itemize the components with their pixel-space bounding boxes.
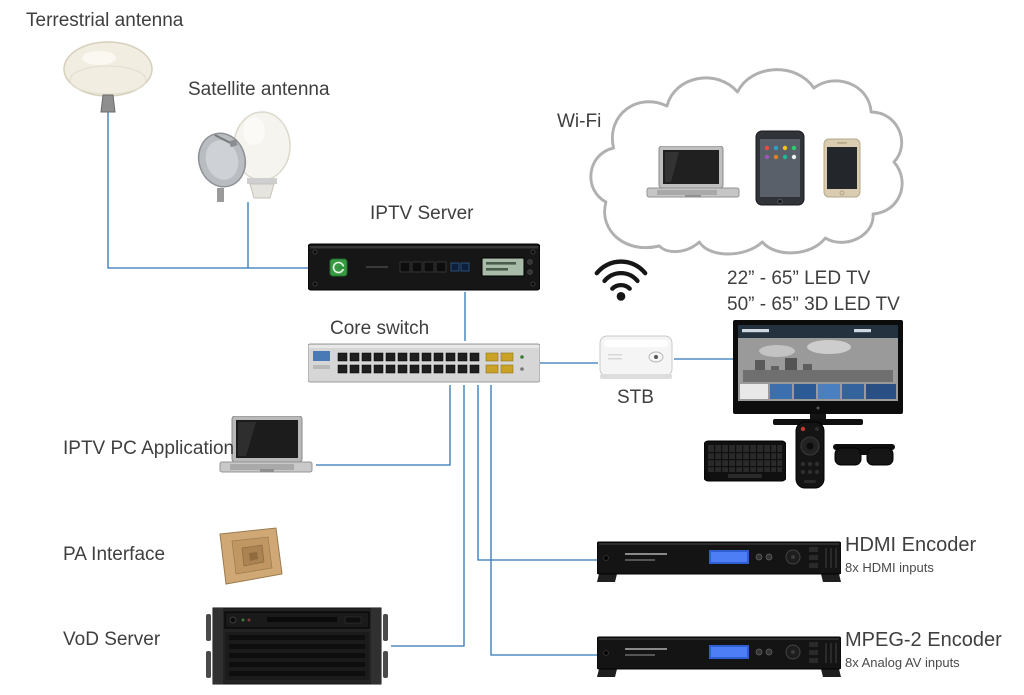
stb-label: STB [617,387,654,408]
core-switch-label: Core switch [330,318,430,339]
wifi-label: Wi-Fi [557,111,602,132]
stb-device [598,330,674,384]
keyboard-icon [704,440,786,482]
vod-server-label: VoD Server [63,629,161,650]
stb-icon [599,335,673,379]
tablet-icon [755,130,805,206]
iptv-pc-application-label: IPTV PC Application [63,438,235,459]
vod-server-icon [206,607,388,685]
led-tv-3d-label: 50” - 65” 3D LED TV [727,294,900,315]
satellite-antenna-device [192,98,297,206]
hdmi-encoder-icon [597,541,841,582]
hdmi-encoder-device [597,536,841,584]
wifi-signal [592,252,650,304]
tv-icon [733,320,903,425]
mpeg2-encoder-label: MPEG-2 Encoder [845,629,1002,651]
terrestrial-antenna-device [58,38,158,118]
wifi-signal-icon [594,259,648,301]
cloud-icon [589,68,904,256]
3d-glasses-device [832,437,896,473]
pa-interface-device [212,526,284,586]
connector-switch-to-vod [391,385,465,647]
remote-device [792,420,828,490]
hdmi-encoder-sublabel: 8x HDMI inputs [845,560,934,575]
mpeg2-encoder-sublabel: 8x Analog AV inputs [845,655,960,670]
connector-switch-to-hdmi-encoder [477,385,598,561]
connector-terrestrial-to-server [107,110,308,269]
pc-laptop-icon [219,416,313,473]
mpeg2-encoder-icon [597,636,841,677]
core-switch-device [308,340,540,386]
3d-glasses-icon [833,444,895,466]
iptv-pc-device [216,416,316,488]
pa-speaker-icon [219,527,283,585]
pa-interface-label: PA Interface [63,544,166,565]
cloud-tablet [755,130,805,206]
satellite-antenna-icon [197,111,291,202]
hdmi-encoder-label: HDMI Encoder [845,534,977,556]
tv-device [733,320,903,430]
keyboard-device [704,438,786,484]
remote-icon [795,421,825,489]
core-switch-icon [308,343,540,383]
vod-server-device [203,606,391,686]
satellite-antenna-label: Satellite antenna [188,79,330,100]
connector-switch-to-laptop [316,385,451,466]
terrestrial-antenna-label: Terrestrial antenna [26,10,184,31]
laptop-icon [646,145,740,198]
cloud-laptop [645,145,741,212]
mpeg2-encoder-device [597,631,841,679]
wifi-cloud [583,50,915,268]
iptv-server-device [308,242,540,294]
phone-icon [823,138,861,198]
iptv-server-label: IPTV Server [370,203,474,224]
cloud-phone [823,138,861,198]
iptv-server-icon [308,243,540,291]
led-tv-label: 22” - 65” LED TV [727,268,871,289]
terrestrial-antenna-icon [63,41,153,113]
connector-switch-to-mpeg2-encoder [490,385,598,656]
